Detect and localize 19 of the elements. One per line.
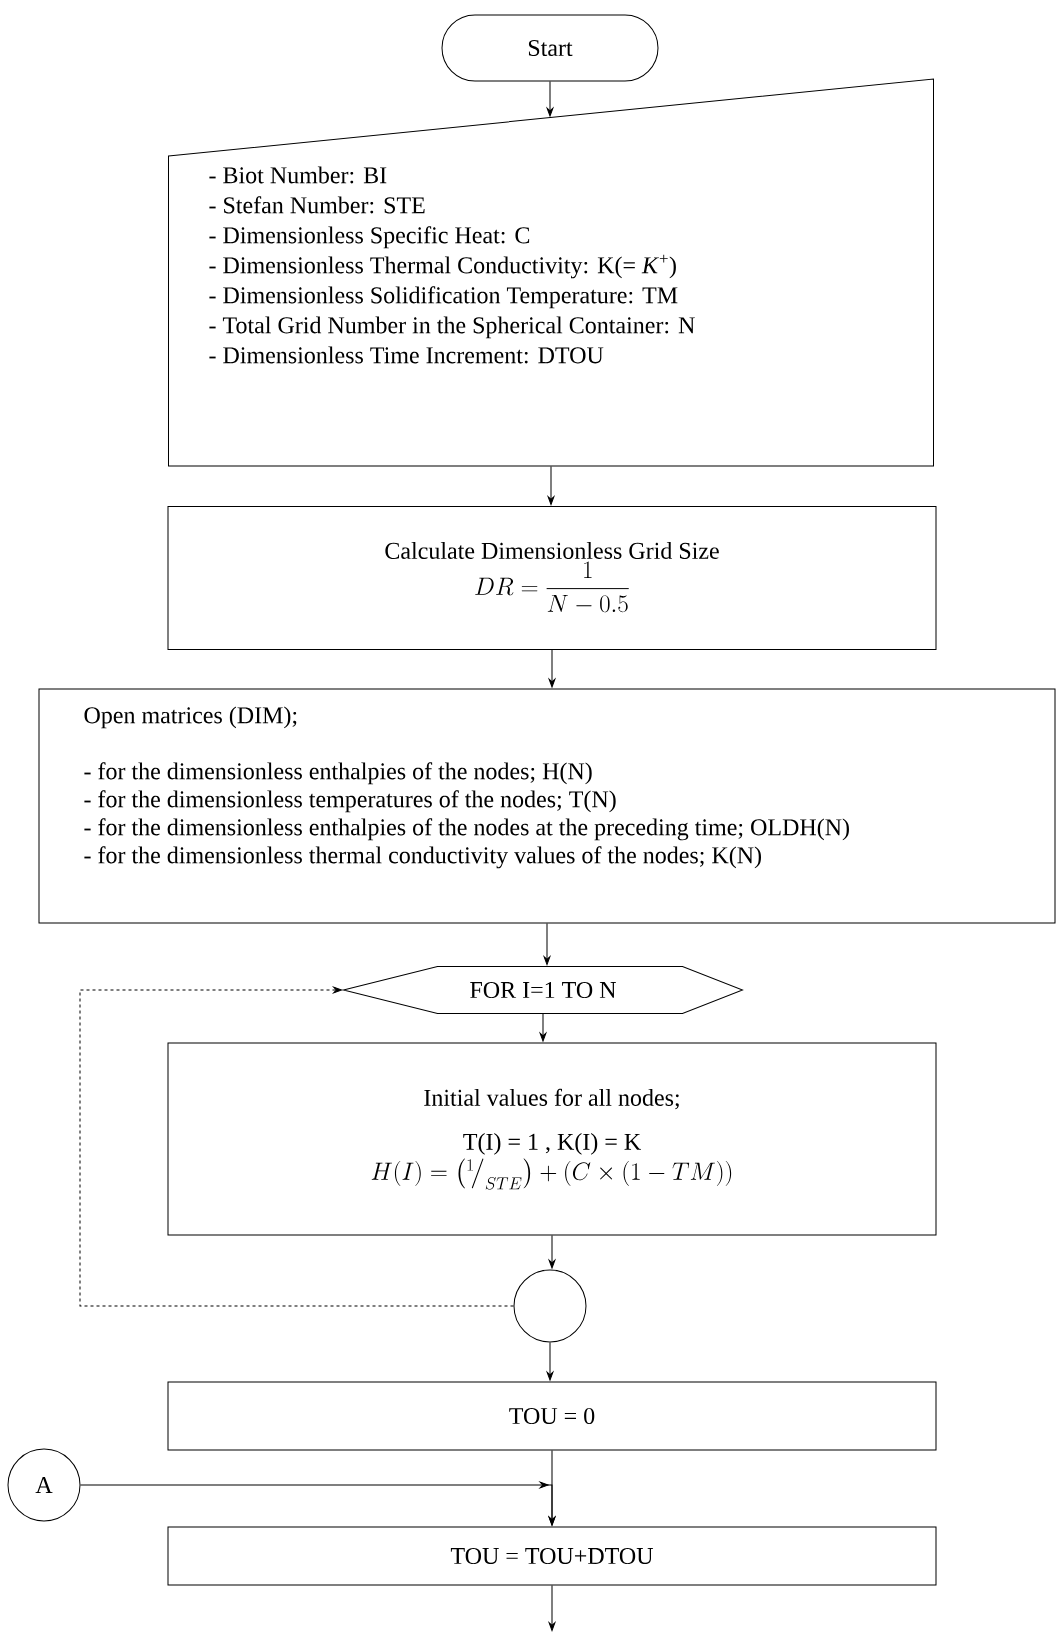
process-box: TOU = 0 (167, 1381, 937, 1451)
arrow (547, 466, 555, 506)
arrow (548, 649, 556, 688)
loop-hexagon: FOR I=1 TO N (343, 966, 743, 1014)
loop-back-arrow (79, 986, 514, 1307)
connector-circle (513, 1269, 587, 1343)
terminal-box: Start (441, 14, 659, 82)
arrow (546, 81, 554, 117)
process-box: TOU = TOU+DTOU (167, 1526, 937, 1586)
process-box: Initial values for all nodes; T(I) = 1 , K(I) = K $H(I)=\left({}^{1}\!\big/_{STE}\right)+\left(C\times\left(1-TM\right)\right)$ (167, 1042, 937, 1236)
arrow (546, 1342, 554, 1381)
arrow (539, 1013, 547, 1042)
arrow (543, 923, 551, 966)
process-box: Calculate Dimensionless Grid Size $DR=\frac{1}{N-0.5}$ (167, 506, 937, 650)
arrow (548, 1585, 556, 1632)
process-box: Open matrices (DIM); - for the dimensionless enthalpies of the nodes; H(N) - for the dimensionless temperatures of the nodes; T(N) - for the dimensionless enthalpies of the nodes at the preceding time; OLDH(N) - for the dimensionless thermal conductivity values of the nodes; K(N) (38, 688, 1056, 924)
arrow (80, 1481, 556, 1526)
arrow (548, 1235, 556, 1269)
input-box: - Biot Number: BI - Stefan Number: STE - Dimensionless Specific Heat: C - Dimensionless Thermal Conductivity: K(= K$^{+}$) - Dimensionless Solidification Temperature: TM - Total Grid Number in the Spherical Container: N - Dimensionless Time Increment: DTOU (168, 78, 934, 467)
